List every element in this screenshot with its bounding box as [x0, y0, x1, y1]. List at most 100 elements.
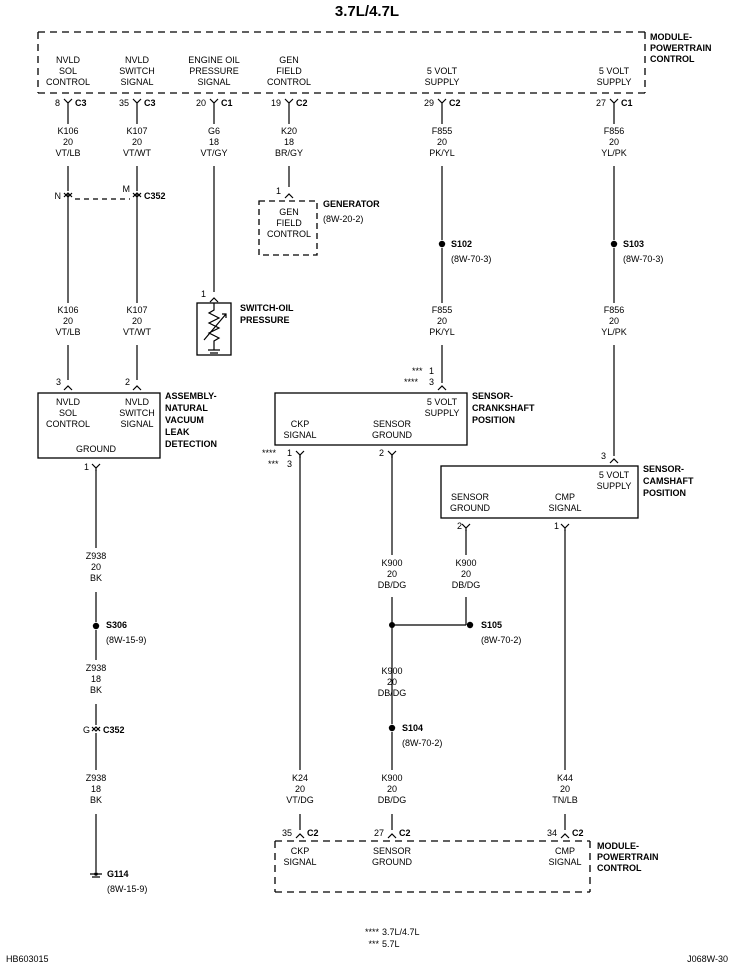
svg-text:BK: BK [90, 795, 102, 805]
svg-text:PK/YL: PK/YL [429, 148, 455, 158]
svg-text:5 VOLT: 5 VOLT [427, 397, 458, 407]
svg-text:C3: C3 [75, 98, 87, 108]
svg-text:***: *** [268, 459, 279, 469]
svg-text:C3: C3 [144, 98, 156, 108]
svg-text:SENSOR: SENSOR [373, 846, 412, 856]
svg-text:SWITCH: SWITCH [119, 408, 155, 418]
svg-text:YL/PK: YL/PK [601, 327, 627, 337]
svg-text:20: 20 [437, 316, 447, 326]
svg-text:PRESSURE: PRESSURE [189, 66, 239, 76]
svg-text:(8W-20-2): (8W-20-2) [323, 214, 363, 224]
svg-text:VT/DG: VT/DG [286, 795, 314, 805]
svg-text:C2: C2 [399, 828, 411, 838]
svg-text:3.7L/4.7L: 3.7L/4.7L [382, 927, 420, 937]
splice-s102: S102 (8W-70-3) [438, 239, 491, 264]
svg-text:DETECTION: DETECTION [165, 439, 217, 449]
svg-text:1: 1 [84, 462, 89, 472]
svg-text:(8W-70-2): (8W-70-2) [481, 635, 521, 645]
svg-text:CONTROL: CONTROL [650, 54, 695, 64]
splice-s306: S306 (8W-15-9) [92, 620, 146, 645]
svg-text:FIELD: FIELD [276, 218, 302, 228]
svg-text:F856: F856 [604, 305, 625, 315]
svg-text:ENGINE OIL: ENGINE OIL [188, 55, 240, 65]
svg-text:18: 18 [91, 674, 101, 684]
diagram-title: 3.7L/4.7L [335, 3, 399, 20]
svg-text:20: 20 [387, 569, 397, 579]
wire-label-k900-b: K900 20 DB/DG [452, 558, 481, 590]
wire-label-g6: G6 18 VT/GY [200, 126, 227, 158]
splice-s105: S105 (8W-70-2) [389, 620, 521, 645]
svg-text:3: 3 [287, 459, 292, 469]
svg-text:K44: K44 [557, 773, 573, 783]
svg-text:20: 20 [437, 137, 447, 147]
svg-text:SENSOR-: SENSOR- [472, 391, 513, 401]
svg-text:C352: C352 [103, 725, 125, 735]
svg-text:3: 3 [601, 451, 606, 461]
svg-text:FIELD: FIELD [276, 66, 302, 76]
svg-text:C2: C2 [572, 828, 584, 838]
svg-text:K106: K106 [57, 126, 78, 136]
wire-label-f855-bot: F855 20 PK/YL [429, 305, 455, 337]
svg-text:F855: F855 [432, 126, 453, 136]
wire-label-z938-b: Z938 18 BK [86, 663, 107, 695]
svg-text:VT/WT: VT/WT [123, 327, 151, 337]
svg-text:20: 20 [63, 316, 73, 326]
svg-text:K20: K20 [281, 126, 297, 136]
svg-text:(8W-70-3): (8W-70-3) [451, 254, 491, 264]
svg-text:18: 18 [284, 137, 294, 147]
svg-text:SIGNAL: SIGNAL [283, 430, 316, 440]
svg-text:CONTROL: CONTROL [597, 863, 642, 873]
svg-text:BK: BK [90, 685, 102, 695]
wire-label-f856-top: F856 20 YL/PK [601, 126, 627, 158]
svg-text:20: 20 [91, 562, 101, 572]
svg-text:***: *** [412, 366, 423, 376]
svg-text:SIGNAL: SIGNAL [120, 77, 153, 87]
svg-text:SENSOR: SENSOR [373, 419, 412, 429]
wire-label-k900-d: K900 20 DB/DG [378, 773, 407, 805]
svg-text:VT/LB: VT/LB [55, 148, 80, 158]
svg-text:LEAK: LEAK [165, 427, 190, 437]
wire-label-k106-bot: K106 20 VT/LB [55, 305, 80, 337]
svg-text:2: 2 [457, 521, 462, 531]
svg-text:5 VOLT: 5 VOLT [599, 470, 630, 480]
svg-text:SUPPLY: SUPPLY [597, 481, 632, 491]
svg-text:G114: G114 [107, 869, 129, 879]
svg-text:CRANKSHAFT: CRANKSHAFT [472, 403, 535, 413]
svg-text:C1: C1 [621, 98, 633, 108]
svg-text:18: 18 [91, 784, 101, 794]
svg-text:CMP: CMP [555, 846, 575, 856]
ckp-sensor: *** 1 **** 3 5 VOLT SUPPLY CKP SIGNAL SE… [262, 366, 535, 469]
svg-text:C2: C2 [449, 98, 461, 108]
wire-label-k106-top: K106 20 VT/LB [55, 126, 80, 158]
svg-text:CONTROL: CONTROL [46, 419, 90, 429]
svg-text:20: 20 [461, 569, 471, 579]
svg-text:20: 20 [63, 137, 73, 147]
wire-label-k20: K20 18 BR/GY [275, 126, 303, 158]
svg-text:GENERATOR: GENERATOR [323, 199, 380, 209]
svg-text:NVLD: NVLD [125, 55, 150, 65]
svg-text:GROUND: GROUND [450, 503, 490, 513]
svg-text:Z938: Z938 [86, 773, 107, 783]
svg-text:(8W-70-2): (8W-70-2) [402, 738, 442, 748]
svg-text:****: **** [365, 927, 380, 937]
svg-text:27: 27 [374, 828, 384, 838]
svg-text:SUPPLY: SUPPLY [425, 77, 460, 87]
svg-text:8: 8 [55, 98, 60, 108]
svg-text:SUPPLY: SUPPLY [425, 408, 460, 418]
svg-text:S105: S105 [481, 620, 502, 630]
generator: 1 GEN FIELD CONTROL GENERATOR (8W-20-2) [258, 186, 380, 256]
svg-text:***: *** [368, 939, 379, 949]
svg-text:CKP: CKP [291, 846, 310, 856]
svg-text:VT/WT: VT/WT [123, 148, 151, 158]
pcm-pin-nvld-sol: NVLD SOL CONTROL [46, 55, 90, 87]
svg-text:K106: K106 [57, 305, 78, 315]
svg-text:DB/DG: DB/DG [378, 795, 407, 805]
wire-label-k107-bot: K107 20 VT/WT [123, 305, 151, 337]
svg-text:20: 20 [295, 784, 305, 794]
svg-text:27: 27 [596, 98, 606, 108]
oil-pressure-switch: 1 SWITCH-OIL PRESSURE [196, 289, 294, 356]
svg-text:20: 20 [132, 137, 142, 147]
wire-lines [67, 106, 615, 872]
svg-text:SIGNAL: SIGNAL [120, 419, 153, 429]
